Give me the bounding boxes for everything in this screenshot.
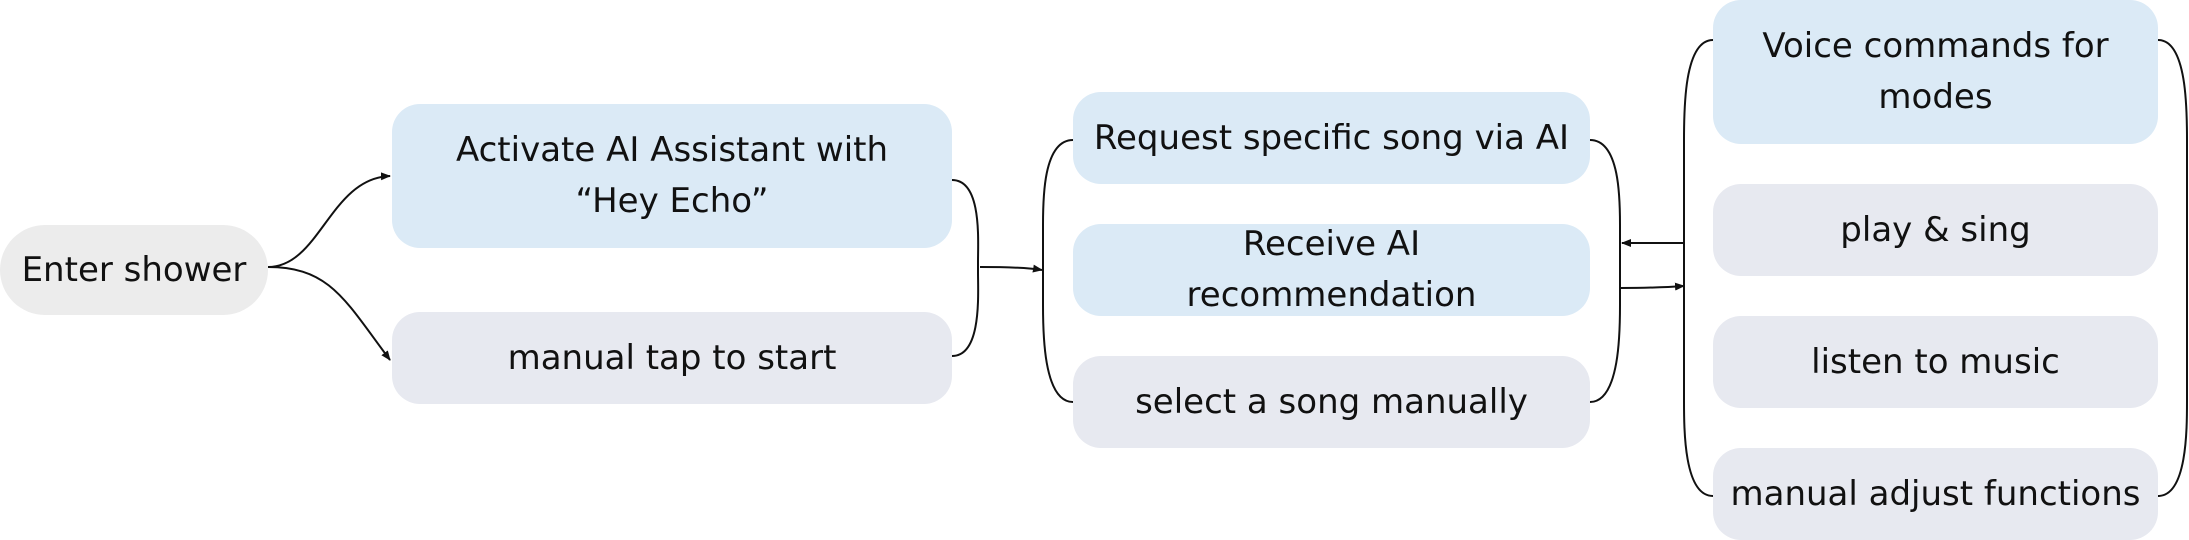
node-request-song: Request specific song via AI — [1073, 92, 1590, 184]
node-listen-music: listen to music — [1713, 316, 2158, 408]
node-voice-commands: Voice commands for modes — [1713, 0, 2158, 144]
node-request-song-label: Request specific song via AI — [1093, 117, 1570, 158]
node-select-manually-label: select a song manually — [1135, 381, 1528, 422]
node-manual-tap: manual tap to start — [392, 312, 952, 404]
node-manual-adjust: manual adjust functions — [1713, 448, 2158, 540]
node-receive-recommendation-label: Receive AI recommendation — [1186, 224, 1477, 315]
node-voice-commands-label: Voice commands for modes — [1762, 26, 2109, 117]
node-play-sing: play & sing — [1713, 184, 2158, 276]
arrow-group1-to-group2 — [979, 264, 1043, 273]
arrow-start-to-activate-ai — [267, 172, 391, 268]
arrow-group2-to-group3 — [1619, 282, 1685, 291]
arrow-start-to-manual-tap — [267, 266, 391, 361]
node-manual-tap-label: manual tap to start — [507, 337, 837, 378]
node-receive-recommendation: Receive AI recommendation — [1073, 224, 1590, 316]
node-play-sing-label: play & sing — [1840, 209, 2031, 250]
node-select-manually: select a song manually — [1073, 356, 1590, 448]
node-listen-music-label: listen to music — [1811, 341, 2060, 382]
node-enter-shower-label: Enter shower — [21, 249, 247, 290]
bracket-group3-right — [2157, 39, 2188, 497]
bracket-group2-left — [1042, 139, 1074, 403]
node-activate-ai: Activate AI Assistant with “Hey Echo” — [392, 104, 952, 248]
node-manual-adjust-label: manual adjust functions — [1730, 473, 2141, 514]
bracket-group3-left — [1683, 39, 1714, 497]
bracket-group1-right — [951, 179, 980, 357]
node-activate-ai-label: Activate AI Assistant with “Hey Echo” — [455, 130, 889, 221]
node-enter-shower: Enter shower — [0, 225, 268, 315]
bracket-group2-right — [1589, 139, 1621, 403]
